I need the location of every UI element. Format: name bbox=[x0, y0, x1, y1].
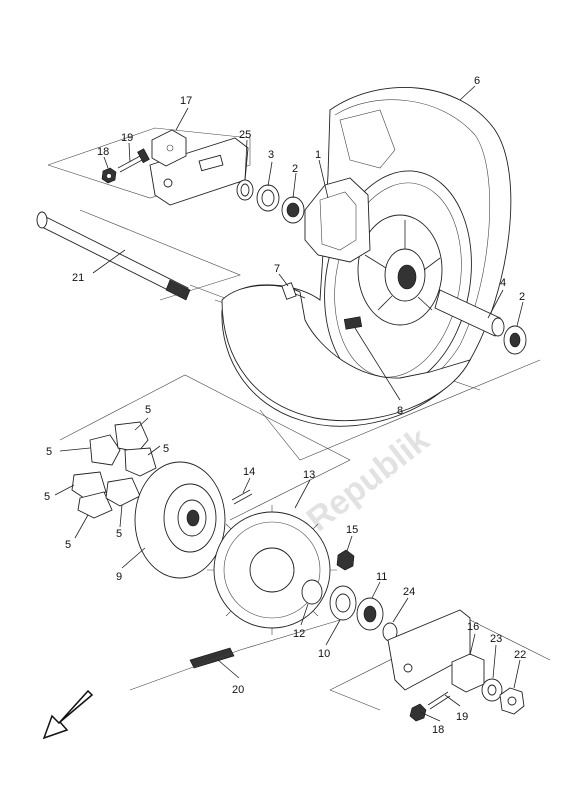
callout-1: 1 bbox=[315, 149, 321, 161]
washer-23 bbox=[481, 678, 503, 702]
middle-guide-lines bbox=[59, 359, 541, 521]
callout-22: 22 bbox=[514, 649, 526, 661]
callout-19-upper: 19 bbox=[121, 132, 133, 144]
drive-chain-20 bbox=[189, 647, 235, 669]
adjuster-nut-upper bbox=[101, 167, 117, 184]
leader-lines bbox=[54, 85, 524, 722]
collar-4 bbox=[434, 289, 505, 337]
sprocket-hub-9 bbox=[134, 461, 226, 579]
chain-adjuster-block-lower bbox=[451, 653, 485, 693]
callout-6: 6 bbox=[474, 75, 480, 87]
callout-23: 23 bbox=[490, 633, 502, 645]
stud-bolt-14 bbox=[231, 489, 253, 505]
callout-labels: 1 2 2 3 4 5 5 5 5 5 5 6 7 8 9 10 11 12 1… bbox=[44, 75, 526, 736]
callout-17: 17 bbox=[180, 95, 192, 107]
callout-13: 13 bbox=[303, 469, 315, 481]
callout-25: 25 bbox=[239, 129, 251, 141]
callout-5-c: 5 bbox=[163, 443, 169, 455]
dampers-5 bbox=[71, 421, 157, 519]
callout-11: 11 bbox=[376, 571, 387, 583]
rear-wheel bbox=[221, 87, 512, 427]
callout-16: 16 bbox=[467, 621, 479, 633]
axle-nut-22 bbox=[499, 687, 525, 715]
adjuster-bolt-lower bbox=[427, 691, 451, 710]
callout-18-upper: 18 bbox=[97, 146, 109, 158]
callout-4: 4 bbox=[500, 277, 506, 289]
sprocket-nut-15 bbox=[336, 549, 355, 571]
bearing-10 bbox=[329, 585, 357, 621]
callout-2-right: 2 bbox=[519, 291, 525, 303]
callout-5-b: 5 bbox=[46, 446, 52, 458]
collar-25 bbox=[236, 179, 254, 201]
adjuster-nut-lower bbox=[409, 703, 427, 722]
oil-seal-2-right bbox=[503, 325, 527, 355]
callout-24: 24 bbox=[403, 586, 415, 598]
callout-14: 14 bbox=[243, 466, 255, 478]
callout-5-d: 5 bbox=[44, 491, 50, 503]
callout-19-lower: 19 bbox=[456, 711, 468, 723]
callout-3: 3 bbox=[268, 149, 274, 161]
balance-weight-8 bbox=[343, 316, 363, 330]
callout-12: 12 bbox=[293, 628, 305, 640]
callout-18-lower: 18 bbox=[432, 724, 444, 736]
callout-5-f: 5 bbox=[116, 528, 122, 540]
valve-7 bbox=[281, 282, 306, 300]
rear-axle bbox=[36, 211, 191, 301]
oil-seal-11 bbox=[356, 597, 384, 631]
chain-adjuster-block-upper bbox=[151, 129, 187, 167]
callout-20: 20 bbox=[232, 684, 244, 696]
callout-10: 10 bbox=[318, 648, 330, 660]
callout-8: 8 bbox=[397, 405, 403, 417]
oil-seal-2-upper bbox=[281, 196, 305, 224]
callout-21: 21 bbox=[72, 272, 84, 284]
callout-2-upper: 2 bbox=[292, 163, 298, 175]
callout-9: 9 bbox=[116, 571, 122, 583]
bearing-3 bbox=[256, 184, 280, 212]
callout-5-e: 5 bbox=[65, 539, 71, 551]
callout-7: 7 bbox=[274, 263, 280, 275]
collar-12 bbox=[301, 579, 323, 605]
callout-15: 15 bbox=[346, 524, 358, 536]
front-direction-arrow bbox=[42, 689, 94, 740]
callout-5-a: 5 bbox=[145, 404, 151, 416]
rear-sprocket-13 bbox=[207, 505, 337, 635]
adjuster-bolt-upper bbox=[117, 148, 150, 173]
